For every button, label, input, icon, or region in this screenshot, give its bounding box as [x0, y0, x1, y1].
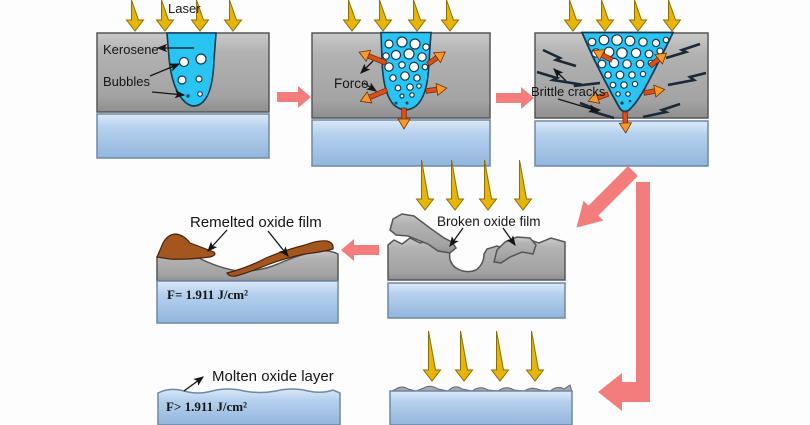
- fluence-equal-label: F= 1.911 J/cm²: [167, 287, 248, 302]
- ablated-target-surface: [387, 237, 566, 281]
- substrate-block: [156, 280, 339, 324]
- flow-arrow-stage3-6: [598, 182, 650, 411]
- force-pointer-2: [363, 82, 378, 92]
- substrate-block: [534, 120, 709, 167]
- broken-film-pointer-1: [449, 227, 464, 248]
- laser-label: Laser: [168, 1, 201, 16]
- force-label: Force: [334, 76, 369, 91]
- cavitation-bubbles: [382, 36, 430, 105]
- laser-beam-arrows: [343, 0, 459, 32]
- laser-beam-arrows: [564, 0, 681, 32]
- substrate-block: [387, 282, 566, 319]
- stage7-molten-oxide-layer: Molten oxide layer F> 1.911 J/cm²: [157, 368, 341, 425]
- brittle-cracks-label: Brittle cracks: [531, 84, 606, 99]
- substrate-block: [311, 119, 491, 167]
- broken-film-fragment-right: [493, 236, 537, 264]
- cracks-pointer-2: [557, 98, 600, 113]
- broken-oxide-film-label: Broken oxide film: [437, 214, 541, 229]
- flow-arrow-stage1-2: [277, 86, 311, 108]
- stage6-ablated-surface: [389, 330, 573, 425]
- flow-arrow-stage4-5: [341, 239, 379, 261]
- remelted-oxide-blobs: [156, 233, 334, 277]
- stage1-laser-irradiation: Laser Kerosene Bubbles: [96, 0, 270, 159]
- stage5-remelted-oxide-film: Remelted oxide film F= 1.911 J/cm²: [156, 214, 339, 324]
- broken-film-pointer-2: [502, 227, 516, 247]
- laser-beam-arrows: [416, 159, 532, 211]
- molten-oxide-layer-label: Molten oxide layer: [212, 368, 334, 385]
- fluence-greater-label: F> 1.911 J/cm²: [166, 399, 247, 414]
- substrate-block: [96, 113, 270, 159]
- bubbles-label: Bubbles: [103, 74, 150, 89]
- molten-pointer: [183, 376, 205, 392]
- bubbles-pointer-1: [149, 63, 181, 77]
- flow-arrow-stage2-3: [496, 87, 534, 109]
- force-pointer-1: [360, 60, 374, 74]
- cavitation-bubbles: [177, 53, 207, 98]
- stage3-brittle-cracking: Brittle cracks: [531, 0, 709, 167]
- remelted-pointer-2: [267, 230, 289, 258]
- laser-beam-arrows: [423, 330, 544, 382]
- process-flow-arrows: [277, 86, 650, 411]
- bubbles-pointer-2: [151, 90, 186, 99]
- remelted-oxide-film-label: Remelted oxide film: [190, 214, 322, 231]
- stage2-force-generation: Force: [311, 0, 491, 167]
- remelted-pointer-1: [207, 229, 228, 252]
- stage4-broken-oxide-film: Broken oxide film: [387, 159, 566, 319]
- cavitation-bubbles: [587, 34, 670, 105]
- substrate-block: [389, 390, 573, 425]
- cracks-pointer-1: [553, 68, 567, 82]
- flow-arrow-stage3-4: [566, 161, 643, 238]
- kerosene-label: Kerosene: [103, 42, 159, 57]
- kerosene-cavity: [166, 32, 217, 107]
